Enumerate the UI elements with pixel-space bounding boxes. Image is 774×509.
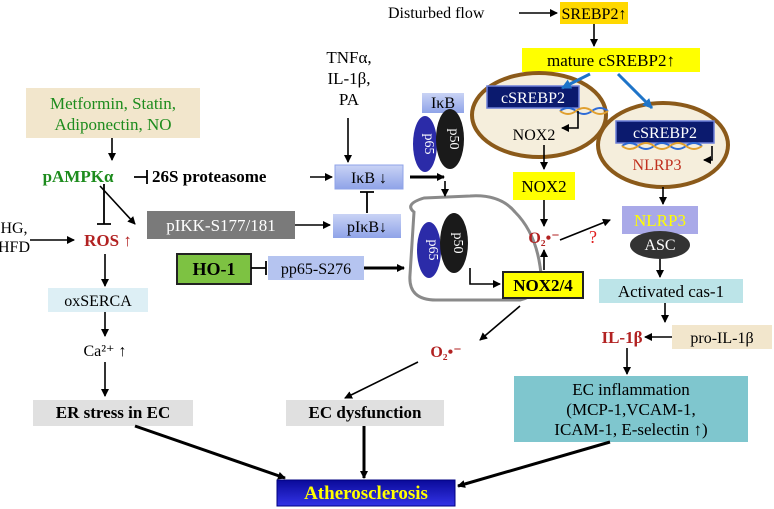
drugs-box: [26, 88, 200, 138]
arrow-nox24-o2b: [479, 305, 521, 341]
ikb-complex-label: IκB: [431, 95, 455, 112]
mature-csrebp2-label: mature cSREBP2↑: [547, 51, 675, 70]
ho1-label: HO-1: [193, 259, 236, 279]
drugs-label-line1: Metformin, Statin,: [50, 94, 176, 113]
oxserca-label: oxSERCA: [64, 293, 132, 310]
ho1-box: [176, 253, 252, 285]
activated-cas1-label: Activated cas-1: [618, 282, 724, 301]
p65-ellipse-b: [417, 222, 441, 278]
ec-inflammation-line2: (MCP-1,VCAM-1,: [566, 400, 695, 419]
inhibit-pikb-ikb: [360, 191, 374, 213]
csrebp2-label-b: cSREBP2: [633, 125, 697, 142]
tnf-label-line3: PA: [339, 90, 360, 109]
atherosclerosis-box: [276, 479, 456, 507]
ikb-down-label: IκB ↓: [351, 170, 387, 187]
nox24-box: [502, 271, 584, 299]
arrow-promoter-nlrp3: [703, 146, 713, 164]
srebp2-label: SREBP2↑: [562, 6, 627, 23]
csrebp2-box-a: [486, 85, 580, 109]
ec-inflammation-line3: ICAM-1, E-selectin ↑): [554, 420, 707, 439]
p50-ellipse-b: [440, 213, 468, 273]
nucleus-nlrp3: [596, 101, 730, 189]
asc-label: ASC: [644, 237, 675, 254]
pp65-box: [268, 256, 364, 280]
nox2-gene-label: NOX2: [513, 127, 556, 144]
nlrp3-box: [622, 206, 698, 234]
ca-label: Ca²⁺ ↑: [83, 343, 126, 360]
oxserca-box: [48, 288, 148, 312]
inhibitions: [97, 170, 374, 275]
ros-label: ROS ↑: [84, 231, 132, 250]
arrows: [30, 9, 713, 488]
p65-label-b: p65: [425, 240, 440, 261]
arrow-pampk-pikk: [99, 185, 136, 225]
er-stress-label: ER stress in EC: [56, 403, 170, 422]
arrow-ecinflam-ather: [457, 440, 611, 488]
pro-il1b-label: pro-IL-1β: [690, 330, 753, 347]
atherosclerosis-label: Atherosclerosis: [304, 483, 428, 504]
csrebp2-label-a: cSREBP2: [501, 90, 565, 107]
inhibit-pampk-proteasome: [134, 170, 148, 184]
pikb-label: pIκB↓: [347, 219, 387, 236]
o2-superoxide-label-2: O₂•⁻: [430, 344, 461, 361]
arrow-promoter-nox2: [561, 111, 579, 132]
pikb-box: [333, 214, 401, 238]
nox24-label: NOX2/4: [513, 276, 573, 295]
nox2-box: [513, 172, 575, 200]
p65-ellipse-a: [413, 116, 437, 172]
ec-inflammation-line1: EC inflammation: [572, 380, 690, 399]
asc-ellipse: [630, 231, 690, 259]
ec-inflammation-box: [514, 376, 748, 442]
inhibit-ho1-pp65: [251, 261, 267, 275]
er-stress-box: [33, 400, 193, 426]
dna-helix-b: [621, 142, 703, 150]
hg-label-line1: HG,: [0, 220, 27, 237]
il1b-label: IL-1β: [601, 328, 642, 347]
inhibit-pampk-ros: [97, 184, 111, 225]
p65-label-a: p65: [421, 134, 436, 155]
pampk-label: pAMPKα: [43, 167, 114, 186]
arrow-o2-nlrp3: [559, 218, 611, 241]
p50-ellipse-a: [436, 109, 464, 169]
ec-dysfunction-label: EC dysfunction: [309, 403, 422, 422]
nox2-box-label: NOX2: [521, 177, 566, 196]
p50-label-b: p50: [450, 233, 465, 254]
tnf-label-line1: TNFα,: [326, 48, 371, 67]
srebp2-box: [560, 2, 628, 24]
drugs-label-line2: Adiponectin, NO: [54, 115, 171, 134]
proteasome-label: 26S proteasome: [152, 167, 267, 186]
p50-label-a: p50: [446, 129, 461, 150]
o2-superoxide-label: O₂•⁻: [528, 230, 559, 247]
ikb-complex-box: [422, 93, 464, 113]
mature-csrebp2-box: [522, 48, 700, 72]
pro-il1b-box: [672, 325, 772, 349]
nlrp3-gene-label: NLRP3: [633, 157, 682, 174]
pp65-label: pp65-S276: [281, 261, 351, 278]
pikk-box: [147, 211, 295, 239]
activated-cas1-box: [599, 279, 743, 303]
blue-arrow-a: [561, 72, 591, 90]
disturbed-flow-label: Disturbed flow: [388, 5, 485, 22]
ec-dysfunction-box: [286, 400, 444, 426]
arrow-er-ather: [134, 424, 286, 480]
arrow-o2b-ecdys: [344, 361, 419, 399]
blue-arrow-b: [616, 72, 654, 110]
question-mark: ?: [589, 227, 597, 247]
dna-helix-a: [559, 107, 609, 115]
ikb-down-box: [334, 164, 404, 190]
hg-label-line2: HFD: [0, 239, 30, 256]
tnf-label-line2: IL-1β,: [327, 69, 370, 88]
pikk-label: pIKK-S177/181: [166, 216, 276, 235]
arrow-nfkb-nox24-gene: [469, 268, 501, 288]
nlrp3-box-label: NLRP3: [634, 211, 686, 230]
